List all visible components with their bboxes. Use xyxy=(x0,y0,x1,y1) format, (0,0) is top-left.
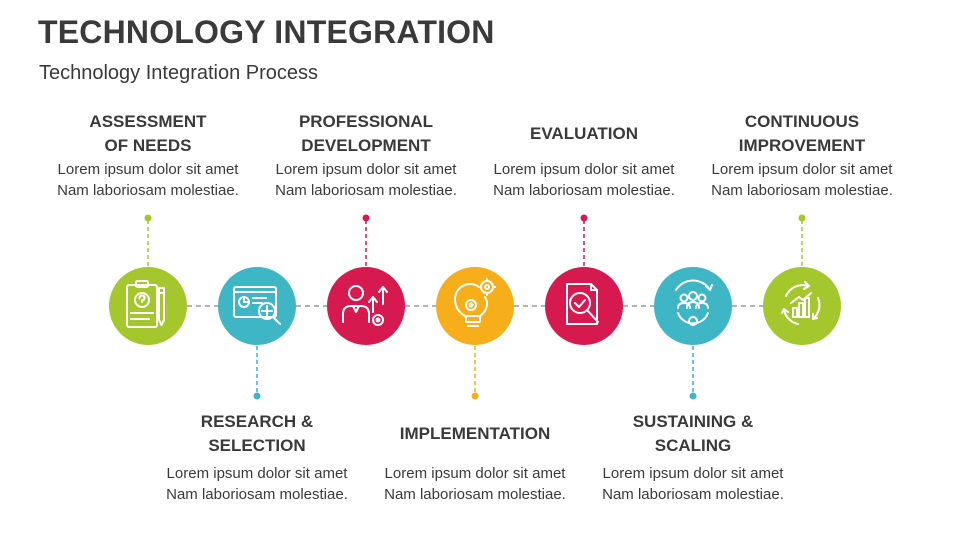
step-7-title: CONTINUOUS IMPROVEMENT xyxy=(738,112,866,155)
step-1-leader xyxy=(144,214,152,266)
page-subtitle: Technology Integration Process xyxy=(39,62,319,84)
step-6-circle xyxy=(654,267,732,345)
step-1-circle xyxy=(109,267,187,345)
lightbulb-gears-icon xyxy=(454,278,496,327)
step-3-circle xyxy=(327,267,405,345)
step-5-circle xyxy=(545,267,623,345)
step-6-description: Lorem ipsum dolor sit amet Nam laboriosa… xyxy=(602,465,784,503)
team-gear-cycle-icon xyxy=(675,279,713,326)
person-growth-gear-icon xyxy=(342,285,388,326)
step-3-leader xyxy=(362,214,370,266)
step-4-title: IMPLEMENTATION xyxy=(399,424,551,443)
step-1-description: Lorem ipsum dolor sit amet Nam laboriosa… xyxy=(57,161,239,199)
document-check-magnifier-icon xyxy=(566,283,599,325)
step-7-leader xyxy=(798,214,806,266)
step-4-circle xyxy=(436,267,514,345)
step-2-description: Lorem ipsum dolor sit amet Nam laboriosa… xyxy=(166,465,348,503)
step-6-leader xyxy=(689,346,697,400)
step-4-description: Lorem ipsum dolor sit amet Nam laboriosa… xyxy=(384,465,566,503)
step-4-leader xyxy=(471,346,479,400)
step-7-circle xyxy=(763,267,841,345)
step-5-description: Lorem ipsum dolor sit amet Nam laboriosa… xyxy=(493,161,675,199)
step-2-circle xyxy=(218,267,296,345)
step-2-title: RESEARCH & SELECTION xyxy=(200,412,314,455)
step-1-title: ASSESSMENT OF NEEDS xyxy=(89,112,207,155)
step-7-description: Lorem ipsum dolor sit amet Nam laboriosa… xyxy=(711,161,893,199)
step-5-title: EVALUATION xyxy=(530,124,638,143)
clipboard-question-icon xyxy=(126,280,165,328)
step-3-description: Lorem ipsum dolor sit amet Nam laboriosa… xyxy=(275,161,457,199)
cycle-bar-chart-icon xyxy=(781,281,821,325)
page-title: TECHNOLOGY INTEGRATION xyxy=(38,14,495,50)
chart-magnifier-icon xyxy=(233,286,281,325)
step-6-title: SUSTAINING & SCALING xyxy=(632,412,754,455)
step-3-title: PROFESSIONAL DEVELOPMENT xyxy=(298,112,434,155)
step-5-leader xyxy=(580,214,588,266)
step-2-leader xyxy=(253,346,261,400)
